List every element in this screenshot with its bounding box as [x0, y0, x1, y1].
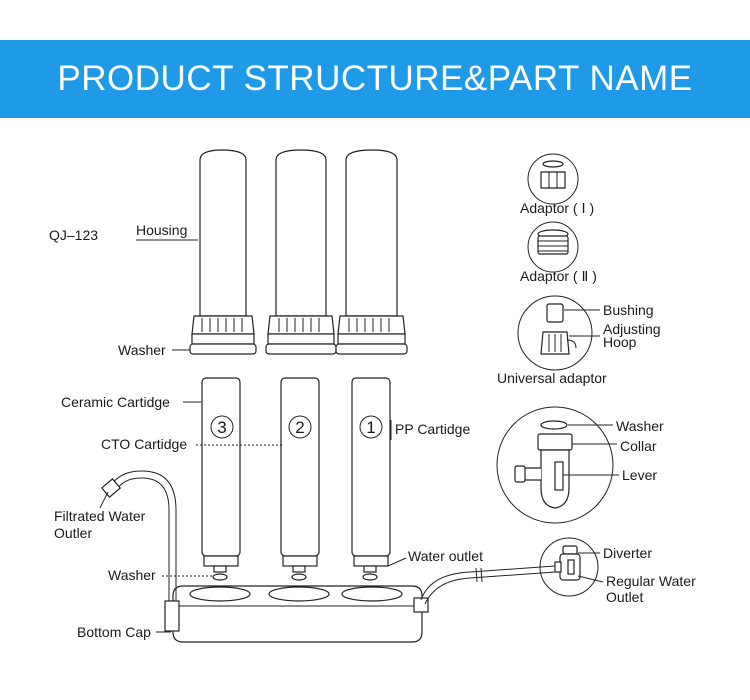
diverter-circle	[539, 537, 599, 597]
regular-outlet-label-line2: Outlet	[606, 589, 643, 605]
valve-washer-label: Washer	[616, 418, 664, 434]
ceramic-label: Ceramic Cartidge	[61, 394, 170, 410]
bushing-label: Bushing	[603, 302, 654, 318]
water-outlet-label: Water outlet	[408, 548, 483, 564]
cartridge-number-circle	[288, 415, 312, 439]
washer-top-label: Washer	[118, 342, 166, 358]
washer-bottom-label: Washer	[108, 567, 156, 583]
cartridge-number-2: 2	[295, 418, 304, 437]
outlet-hose	[420, 565, 556, 605]
cartridge-number-circle	[210, 415, 234, 439]
adaptor-2-label: Adaptor ( Ⅱ )	[520, 268, 597, 284]
filtrated-label-line1: Filtrated Water	[54, 508, 146, 524]
cartridge-number-circle	[359, 415, 383, 439]
header-banner: PRODUCT STRUCTURE&PART NAME	[0, 40, 750, 118]
bottom-washers	[212, 573, 378, 581]
housing-middle	[265, 149, 337, 355]
housing-right	[335, 149, 408, 355]
bottom-cap-label: Bottom Cap	[77, 624, 151, 640]
filtrated-label-line2: Outler	[54, 525, 92, 541]
filtrated-leader	[99, 491, 109, 509]
cto-label: CTO Cartidge	[101, 436, 187, 452]
diverter-label: Diverter	[603, 545, 652, 561]
housing-left	[189, 149, 257, 355]
collar-label: Collar	[620, 438, 657, 454]
page-title: PRODUCT STRUCTURE&PART NAME	[57, 59, 693, 98]
valve-circle	[496, 406, 614, 524]
model-label: QJ–123	[49, 227, 98, 243]
pp-cartridge	[351, 377, 391, 573]
adjusting-label-line2: Hoop	[603, 334, 637, 350]
adaptor-1-circle	[527, 153, 579, 205]
universal-adaptor-circle	[517, 295, 593, 371]
housing-label: Housing	[136, 222, 187, 238]
adaptor-1-label: Adaptor ( Ⅰ )	[520, 200, 594, 216]
adjusting-label-line1: Adjusting	[603, 321, 661, 337]
ceramic-cartridge	[201, 377, 241, 573]
cto-cartridge	[280, 377, 320, 573]
water-outlet-leader	[387, 557, 407, 567]
base-unit	[164, 585, 429, 643]
lever-label: Lever	[622, 467, 657, 483]
filtrated-water-faucet	[100, 470, 177, 601]
regular-outlet-leader	[577, 575, 604, 583]
cartridge-number-3: 3	[217, 418, 226, 437]
pp-label: PP Cartidge	[395, 421, 470, 437]
universal-adaptor-label: Universal adaptor	[497, 370, 607, 386]
cartridge-number-1: 1	[366, 418, 375, 437]
adaptor-2-circle	[527, 221, 579, 273]
regular-outlet-label-line1: Regular Water	[606, 573, 696, 589]
